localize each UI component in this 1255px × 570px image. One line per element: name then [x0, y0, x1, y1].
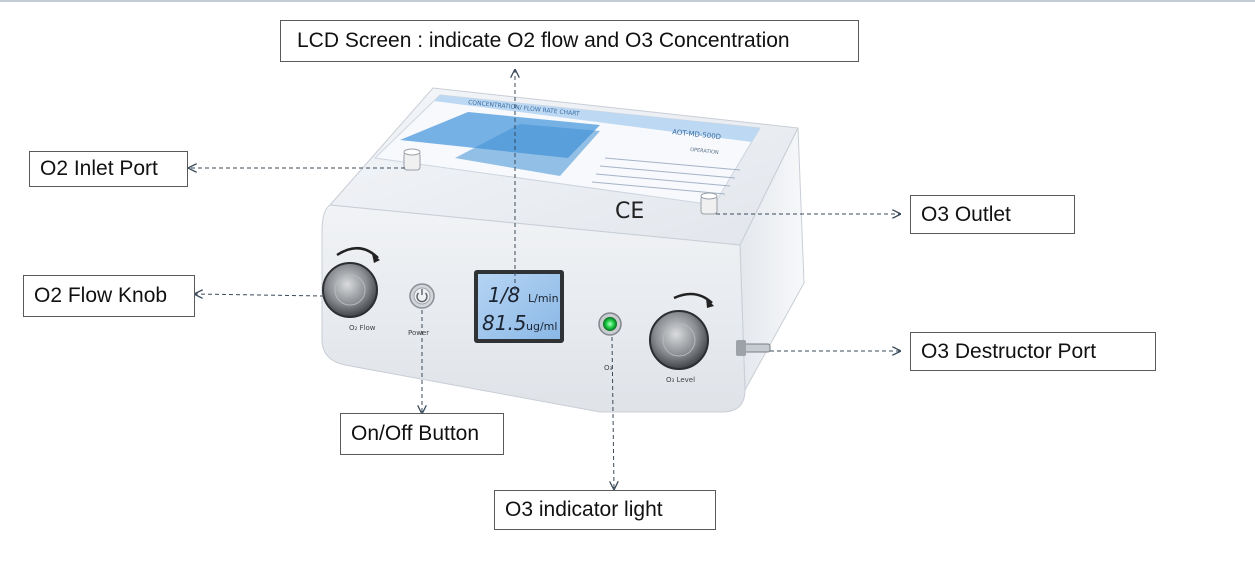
arrow-o2-flow-knob — [195, 294, 325, 296]
label-o3: O₃ — [604, 364, 613, 372]
o3-level-knob-ring — [662, 323, 696, 357]
callout-lcd-screen: LCD Screen : indicate O2 flow and O3 Con… — [280, 20, 859, 62]
label-power: Power — [408, 329, 429, 337]
o3-level-rotate-arrow-icon — [673, 292, 713, 304]
lcd-conc-unit: ug/ml — [526, 320, 557, 333]
lcd-screen: 1/8 L/min 81.5 ug/ml — [474, 270, 564, 343]
sticker-table-shade — [455, 124, 600, 176]
lcd-conc-value: 81.5 — [482, 311, 527, 335]
o3-level-knob-dial — [649, 310, 709, 370]
destructor-nozzle — [741, 343, 771, 353]
o3-outlet-port — [700, 192, 718, 215]
o2-flow-arrowhead-icon — [372, 254, 380, 263]
top-border-line — [0, 0, 1255, 2]
label-o2-flow: O₂ Flow — [349, 324, 376, 332]
ce-mark: CE — [615, 199, 644, 224]
o2-inlet-port — [403, 148, 421, 171]
sticker-line — [591, 181, 726, 195]
callout-o3-destructor-port: O3 Destructor Port — [910, 332, 1156, 371]
sticker-line — [604, 157, 741, 171]
o2-flow-knob: O₂ Flow — [322, 247, 380, 332]
o3-level-knob: O₃ Level — [649, 292, 714, 384]
flow-chart-sticker: CONCENTRATION/ FLOW RATE CHART AOT-MD-50… — [373, 94, 761, 206]
callout-o3-outlet: O3 Outlet — [910, 195, 1075, 234]
callout-o2-flow-knob: O2 Flow Knob — [23, 275, 195, 317]
sticker-line — [595, 173, 731, 187]
sticker-operation: OPERATION — [690, 147, 719, 156]
o2-flow-knob-dial — [322, 262, 378, 318]
leader-arrows — [189, 70, 900, 489]
lcd-display — [478, 274, 560, 339]
sticker-line — [599, 165, 736, 179]
o2-flow-knob-ring — [334, 274, 366, 306]
o2-flow-rotate-arrow-icon — [336, 247, 379, 259]
callout-o3-indicator-light: O3 indicator light — [494, 490, 716, 530]
o3-indicator-light: O₃ — [598, 312, 622, 372]
sticker-text-lines — [591, 157, 741, 195]
destructor-base — [736, 340, 746, 356]
o2-inlet-cap — [403, 148, 421, 156]
power-icon — [416, 292, 428, 303]
callout-o2-inlet-port: O2 Inlet Port — [29, 151, 188, 187]
o3-destructor-port — [736, 340, 771, 356]
led-glow — [603, 317, 617, 331]
o3-outlet-cap — [700, 192, 718, 200]
arrow-o3-light — [612, 336, 614, 489]
lcd-flow-unit: L/min — [528, 292, 559, 305]
label-o3-level: O₃ Level — [666, 376, 695, 384]
callout-onoff-button: On/Off Button — [340, 413, 504, 455]
power-button: Power — [408, 283, 435, 337]
o3-level-arrowhead-icon — [706, 298, 714, 308]
